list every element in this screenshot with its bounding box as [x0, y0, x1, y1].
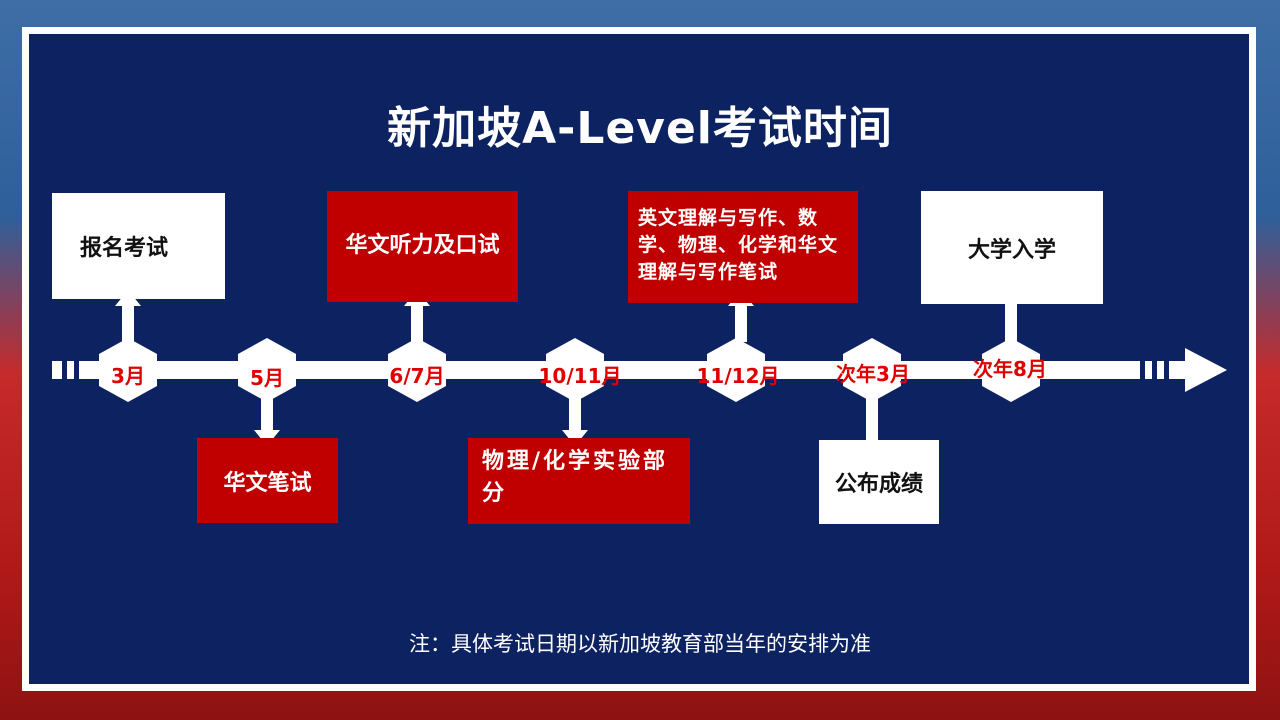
milestone-hexagon — [546, 338, 604, 402]
connector-university — [1005, 300, 1017, 342]
connector-results — [866, 395, 878, 440]
milestone-hexagon — [707, 338, 765, 402]
event-label: 物理/化学实验部分 — [482, 449, 669, 506]
milestone-date-label: 5月 — [250, 366, 284, 390]
timeline-dash-gap — [1152, 361, 1157, 379]
milestone-date-label: 次年8月 — [973, 357, 1047, 381]
timeline-dash-gap — [1164, 361, 1169, 379]
event-box-lab-part: 物理/化学实验部分 — [468, 438, 690, 524]
event-label: 大学入学 — [967, 237, 1056, 263]
event-box-university: 大学入学 — [921, 191, 1103, 304]
event-box-chinese-oral: 华文听力及口试 — [327, 191, 518, 302]
connector-lab-part — [569, 395, 581, 431]
timeline-dash-gap — [62, 361, 67, 379]
page-title: 新加坡A-Level考试时间 — [387, 103, 893, 154]
event-label: 华文听力及口试 — [345, 233, 500, 258]
event-box-results: 公布成绩 — [819, 440, 939, 524]
event-label: 英文理解与写作、数学、物理、化学和华文理解与写作笔试 — [638, 207, 839, 283]
event-box-chinese-written: 华文笔试 — [197, 438, 338, 523]
connector-written-exams — [735, 300, 747, 342]
event-label: 华文笔试 — [223, 470, 312, 496]
timeline-arrowhead — [1185, 348, 1227, 392]
milestone-date-label: 次年3月 — [836, 362, 910, 386]
milestone-date-label: 6/7月 — [389, 364, 445, 388]
connector-chinese-written — [261, 395, 273, 431]
timeline-dash-gap — [1140, 361, 1145, 379]
connector-register — [122, 300, 134, 342]
milestone-hexagon — [843, 338, 901, 402]
milestone-date-label: 11/12月 — [696, 364, 780, 388]
slide-panel — [29, 34, 1249, 684]
event-box-written-exams: 英文理解与写作、数学、物理、化学和华文理解与写作笔试 — [628, 191, 858, 303]
event-label: 公布成绩 — [834, 472, 923, 497]
connector-chinese-oral — [411, 300, 423, 342]
milestone-date-label: 10/11月 — [538, 364, 622, 388]
timeline-dash-gap — [74, 361, 79, 379]
footnote: 注：具体考试日期以新加坡教育部当年的安排为准 — [409, 632, 871, 656]
event-box-register: 报名考试 — [52, 193, 225, 299]
milestone-date-label: 3月 — [111, 364, 145, 388]
timeline-line — [52, 361, 1187, 379]
event-label: 报名考试 — [80, 236, 169, 261]
